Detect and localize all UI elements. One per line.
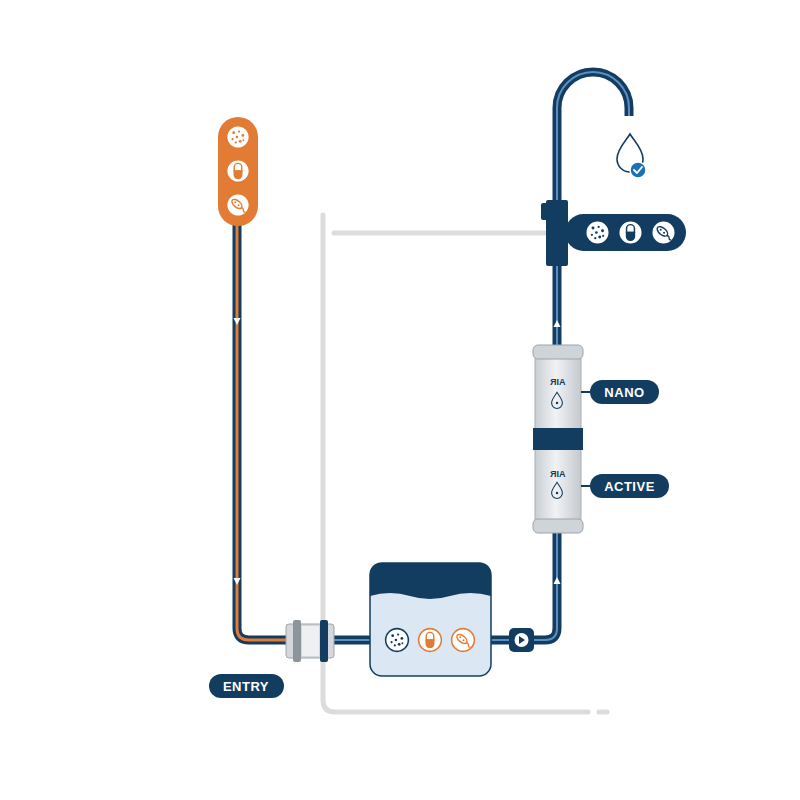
outlet-pipe	[333, 262, 557, 640]
filter-cartridge	[533, 345, 583, 533]
valve-arrow	[519, 636, 525, 644]
outlet-pipe-core	[333, 262, 557, 640]
sediment-icon	[386, 629, 409, 652]
label-text: ENTRY	[223, 680, 269, 693]
valve-face	[515, 633, 529, 647]
check-mark	[634, 167, 642, 173]
drop-icon	[552, 482, 563, 498]
filter-stage: AIR	[535, 450, 581, 518]
filter-body	[302, 626, 319, 656]
inlet-pipe	[237, 222, 292, 640]
faucet-spout-core	[557, 72, 629, 205]
bacteria-icon	[452, 629, 475, 652]
sediment-icon	[586, 221, 610, 245]
check-valve	[509, 628, 534, 652]
drop-icon	[552, 392, 563, 408]
grey-frame-line	[323, 215, 607, 712]
tank-top	[370, 563, 491, 599]
grey-frame-line	[334, 231, 548, 236]
contaminant-panel	[218, 117, 258, 226]
faucet-spout	[557, 72, 629, 205]
softener-tank	[370, 563, 491, 676]
grey-frame-dash	[599, 710, 607, 715]
flow-arrow	[234, 318, 241, 325]
grey-frame-line	[323, 215, 588, 712]
bacteria-icon	[227, 194, 250, 217]
leader-line	[581, 391, 590, 393]
chemical-icon	[619, 221, 643, 245]
label-text: ACTIVE	[604, 480, 655, 493]
clean-water-drop	[617, 134, 646, 178]
entry-filter	[286, 620, 334, 662]
flow-arrow	[554, 320, 561, 327]
filter-ring	[320, 620, 328, 662]
inlet-pipe-core	[237, 222, 292, 640]
label-text: NANO	[604, 386, 644, 399]
filter-stage: AIR	[535, 358, 581, 428]
chemical-icon	[419, 629, 442, 652]
callout-label: ACTIVE	[590, 474, 669, 498]
cartridge-band	[533, 428, 583, 450]
check-valve	[509, 628, 534, 652]
callout-label: ENTRY	[209, 674, 284, 698]
brand-mark: AIR	[550, 470, 566, 479]
contaminant-panel	[218, 117, 258, 226]
outlet-pipe	[333, 262, 561, 640]
flow-arrow	[234, 578, 241, 585]
callout-label: NANO	[590, 380, 659, 404]
check-badge	[630, 162, 646, 178]
flow-arrow	[554, 577, 561, 584]
filter-ring	[293, 620, 301, 662]
cartridge-cap	[533, 345, 583, 359]
bacteria-icon	[652, 221, 676, 245]
leader-line	[581, 485, 590, 487]
brand-mark: AIR	[550, 378, 566, 387]
chemical-icon	[227, 160, 250, 183]
tank-body	[370, 563, 491, 676]
faucet	[541, 72, 686, 266]
sediment-icon	[227, 126, 250, 149]
inlet-pipe	[234, 222, 293, 640]
clean-panel	[565, 214, 686, 251]
cartridge-cap	[533, 519, 583, 533]
faucet-lever	[541, 203, 551, 220]
